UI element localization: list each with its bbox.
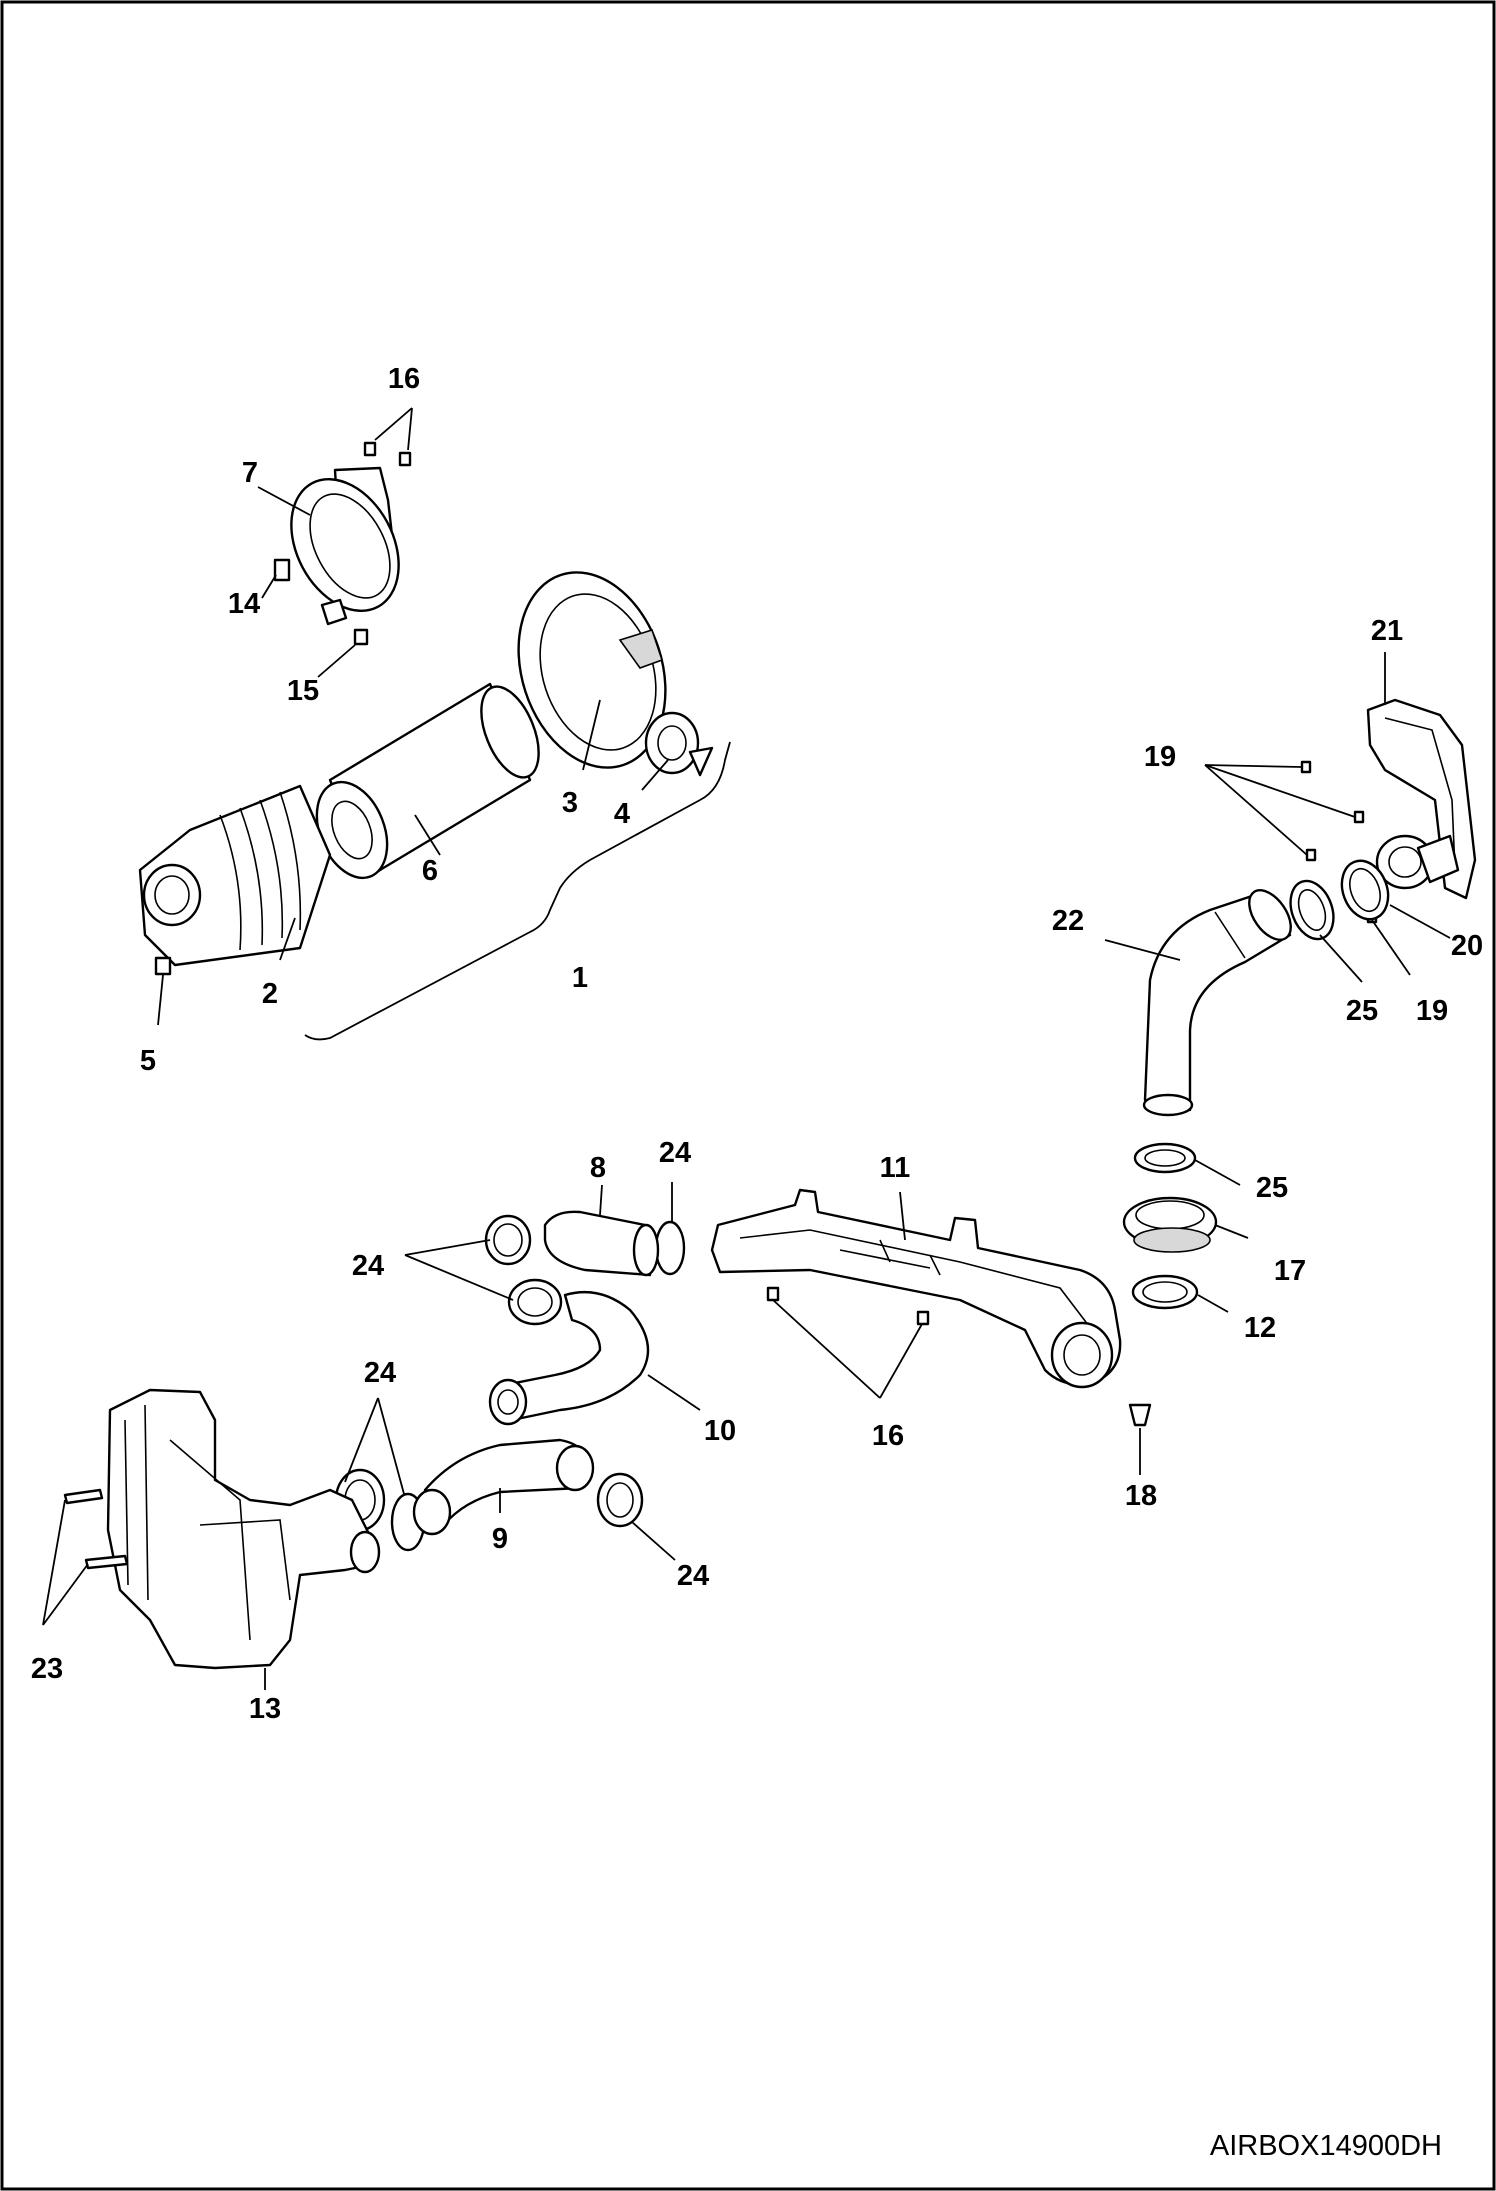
part-12-clamp (1131, 1274, 1199, 1310)
callout-15: 15 (287, 675, 319, 707)
part-21-plenum (1366, 698, 1477, 900)
part-2-housing (138, 784, 332, 967)
callout-8: 8 (590, 1152, 606, 1184)
part-25-clamp-top (1289, 879, 1335, 941)
callout-12: 12 (1244, 1312, 1276, 1344)
callout-20: 20 (1451, 930, 1483, 962)
callout-2: 2 (262, 978, 278, 1010)
callout-5: 5 (140, 1045, 156, 1077)
part-7-mounting-band (290, 466, 400, 626)
assembly-1-bracket (304, 741, 731, 1041)
callout-19-top: 19 (1144, 741, 1176, 773)
leader-lines (42, 407, 1451, 1690)
part-11-intake-duct (710, 1188, 1122, 1389)
part-5-drain-valve (154, 956, 172, 976)
callout-25-bottom: 25 (1256, 1172, 1288, 1204)
part-22-elbow (1142, 889, 1292, 1117)
callout-23: 23 (31, 1653, 63, 1685)
part-16-screws-bottom (766, 1286, 930, 1326)
part-6-filter-element (315, 682, 540, 880)
callout-11: 11 (880, 1152, 911, 1184)
callout-24-top: 24 (659, 1137, 691, 1169)
callout-16-bottom: 16 (872, 1420, 904, 1452)
callout-24-left: 24 (352, 1250, 384, 1282)
callout-4: 4 (614, 798, 630, 830)
callout-13: 13 (249, 1693, 281, 1725)
part-17-seal (1122, 1196, 1218, 1253)
callout-21: 21 (1371, 615, 1403, 647)
callout-25-top: 25 (1346, 995, 1378, 1027)
callout-3: 3 (562, 787, 578, 819)
callout-18: 18 (1125, 1480, 1157, 1512)
part-3-cover (517, 571, 667, 769)
callout-24-right: 24 (677, 1560, 709, 1592)
part-18-drain (1128, 1403, 1152, 1427)
callout-19-bottom: 19 (1416, 995, 1448, 1027)
callout-labels: 16 7 14 15 3 4 6 2 1 5 21 19 22 20 25 19… (31, 363, 1483, 1725)
part-16-bolts-top (363, 441, 412, 467)
callout-6: 6 (422, 855, 438, 887)
callout-9: 9 (492, 1523, 508, 1555)
callout-10: 10 (704, 1415, 736, 1447)
callout-14: 14 (228, 588, 260, 620)
part-10-hose (488, 1291, 650, 1426)
callout-24-lower: 24 (364, 1357, 396, 1389)
part-9-hose (412, 1438, 595, 1536)
part-20-clamp (1340, 859, 1390, 921)
part-4-valve (644, 711, 714, 777)
part-15-nut (353, 628, 369, 646)
callout-16-top: 16 (388, 363, 420, 395)
part-13-silencer (106, 1388, 381, 1670)
callout-7: 7 (242, 457, 258, 489)
callout-22: 22 (1052, 905, 1084, 937)
callout-17: 17 (1274, 1255, 1306, 1287)
part-25-clamp-bottom (1133, 1142, 1197, 1174)
part-14-bolt (273, 558, 291, 582)
diagram-code: AIRBOX14900DH (1210, 2130, 1442, 2162)
part-8-hose (543, 1210, 660, 1277)
callout-1: 1 (572, 962, 588, 994)
